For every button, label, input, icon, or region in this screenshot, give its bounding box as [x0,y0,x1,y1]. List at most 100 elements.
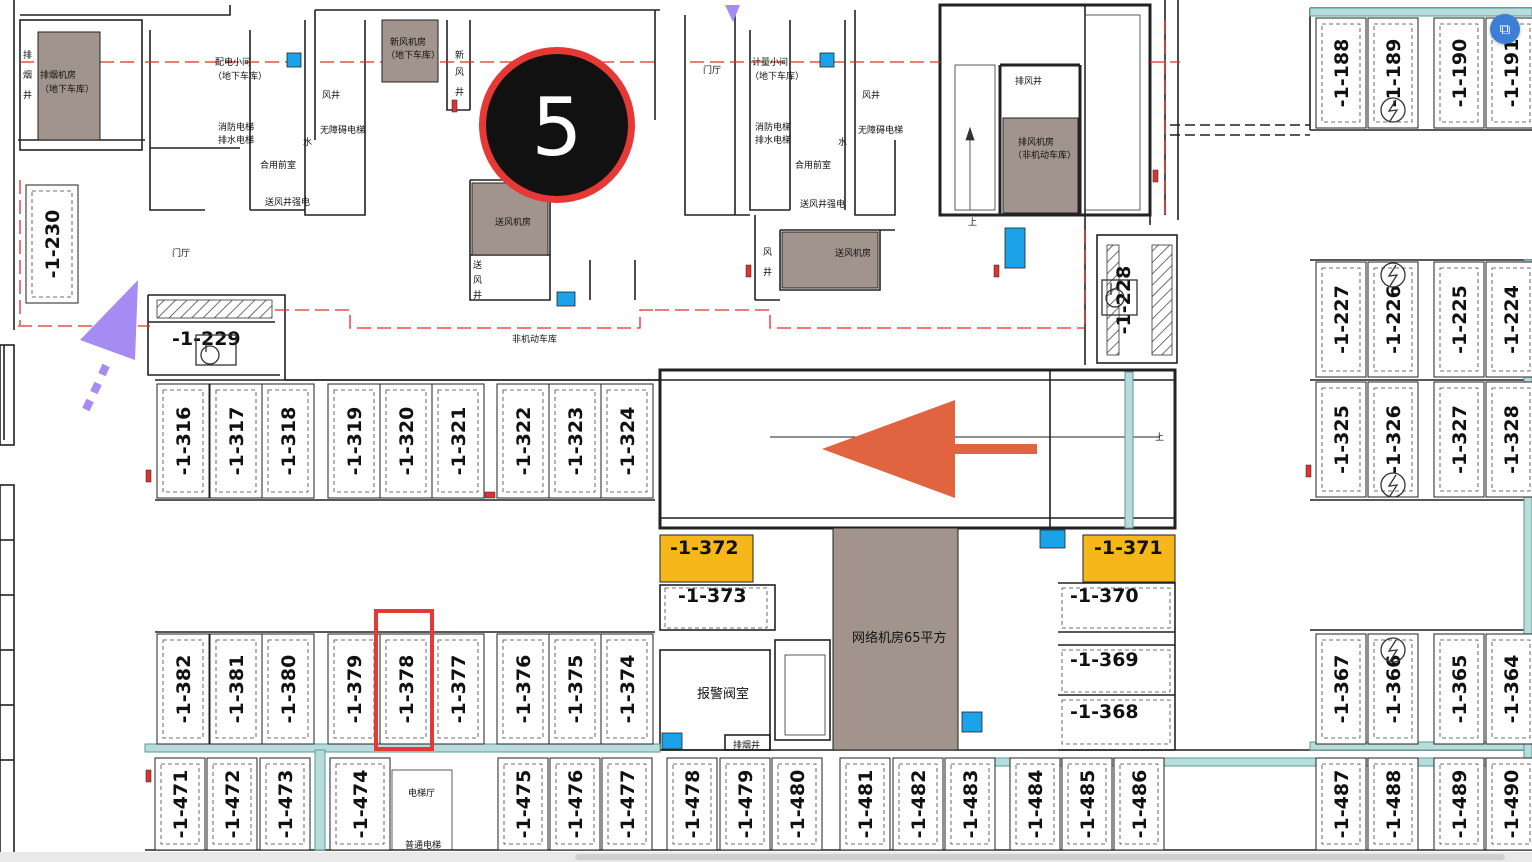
parking-spot: -1-380 [261,633,315,745]
spot-label: -1-229 [172,328,241,350]
supply-air-room-2 [781,231,879,289]
spot-label: -1-472 [222,770,244,839]
spot-label: -1-478 [682,770,704,839]
parking-spot: -1-381 [209,633,263,745]
parking-spot: -1-324 [600,383,654,499]
highlighted-spot-box [374,609,434,751]
parking-spot: -1-327 [1433,381,1485,498]
elevator-hall-label: 电梯厅 [408,787,435,799]
spot-label: -1-471 [170,770,192,839]
strong-power-label-2: 强电 [827,198,845,210]
parking-spot: -1-227 [1315,261,1367,378]
yan-label: 烟 [23,69,32,81]
jing-label: 井 [455,86,464,98]
fire-elevator-sub-label-1: 排水电梯 [218,134,254,146]
shaft-label: 排烟井 [733,739,760,751]
up-label-stairs: 上 [968,217,977,228]
spot-label: -1-322 [513,407,535,476]
spot-label: -1-489 [1449,770,1471,839]
spot-label: -1-376 [513,655,535,724]
jing-label-1: 井 [473,289,482,301]
parking-spot: -1-365 [1433,633,1485,745]
window-icon: ⧉ [1499,20,1511,38]
ev-charging-icons [1380,97,1406,663]
scrollbar-thumb[interactable] [575,854,1505,860]
yellow-spots [659,534,1176,583]
spot-label: -1-480 [787,770,809,839]
spot-label: -1-321 [448,407,470,476]
parking-spot: -1-477 [601,757,653,851]
supply-room-label-2: 送风机房 [835,247,871,259]
alarm-valve-label: 报警阀室 [697,686,749,702]
parking-spot: -1-322 [496,383,550,499]
ev-charging-icon [1380,262,1406,288]
parking-spot: -1-475 [497,757,549,851]
parking-spot: -1-319 [327,383,381,499]
spot-label: -1-373 [678,585,747,607]
non-motor-garage-label: 非机动车库 [512,333,557,345]
spot-label: -1-366 [1383,655,1405,724]
spot-label: -1-382 [173,655,195,724]
spot-label: -1-483 [960,770,982,839]
stairs [156,14,1173,851]
wheelchair-icon [195,334,237,366]
parking-spot: -1-480 [771,757,823,851]
blue-markers [286,52,1066,750]
parking-spot: -1-373 [664,585,768,629]
purple-direction-arrow [80,280,138,360]
parking-spot: -1-376 [496,633,550,745]
parking-spot: -1-229 [172,328,241,350]
parking-spot: -1-485 [1061,757,1113,851]
exhaust-room-left [37,31,101,141]
parking-spot: -1-474 [329,757,391,851]
fresh-air-room [381,19,439,83]
spot-label: -1-488 [1383,770,1405,839]
spot-label: -1-487 [1331,770,1353,839]
parking-spot: -1-364 [1485,633,1532,745]
spot-label: -1-319 [344,407,366,476]
fresh-air-label: 新风机房 [390,36,426,48]
up-label-ramp: 上 [1155,432,1164,443]
badge-number: 5 [532,81,583,174]
spot-label: -1-328 [1501,405,1523,474]
parking-spot: -1-378 [379,633,433,745]
spot-label: -1-474 [350,770,372,839]
exhaust-shaft-label: 排风井 [1015,75,1042,87]
ev-charging-icon [1380,472,1406,498]
orange-direction-arrow [822,400,955,498]
spot-label: -1-320 [396,407,418,476]
accessible-icons [195,279,1138,366]
ramp-arrow [822,400,1037,498]
spot-label: -1-479 [735,770,757,839]
spot-label: -1-188 [1331,39,1353,108]
jing-label-2: 井 [763,266,772,278]
ev-charging-icon [1380,97,1406,123]
spot-label: -1-375 [565,655,587,724]
parking-spot: -1-484 [1009,757,1061,851]
parking-spot: -1-481 [839,757,891,851]
front-room-label-1: 合用前室 [260,159,296,171]
water-label-2: 水 [838,136,847,148]
parking-spot: -1-318 [261,383,315,499]
window-button[interactable]: ⧉ [1490,14,1520,44]
spot-label: -1-372 [670,537,739,559]
spot-label: -1-364 [1501,655,1523,724]
barrier-free-label-1: 无障碍电梯 [320,124,365,136]
parking-spot: -1-482 [892,757,944,851]
parking-spot: -1-489 [1433,757,1485,851]
spot-label: -1-482 [908,770,930,839]
barrier-free-label-2: 无障碍电梯 [858,124,903,136]
parking-spot: -1-367 [1315,633,1367,745]
spot-label: -1-477 [617,770,639,839]
feng-label: 风 [455,67,464,78]
strong-power-label-1: 强电 [292,196,310,208]
spot-label: -1-378 [396,655,418,724]
parking-spot: -1-382 [156,633,210,745]
parking-spot: -1-323 [548,383,602,499]
parking-spot: -1-371 [1094,537,1163,559]
parking-spot: -1-230 [25,184,79,304]
spot-label: -1-371 [1094,537,1163,559]
parking-spot: -1-328 [1485,381,1532,498]
parking-spot: -1-226 [1367,261,1419,378]
